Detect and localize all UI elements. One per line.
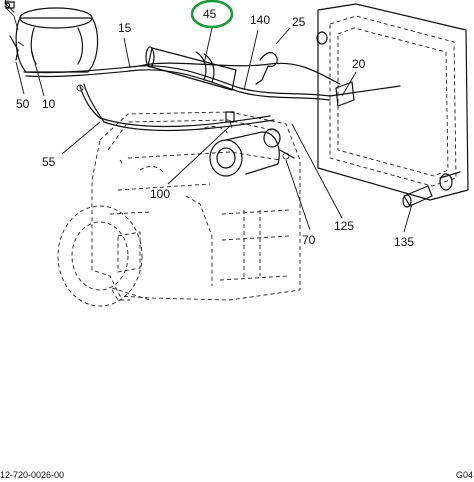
callout-125[interactable]: 125 (334, 219, 354, 233)
turbocharger (209, 128, 295, 177)
callout-labels: 5 50 10 15 45 140 25 20 55 100 125 70 13… (4, 0, 414, 249)
fitting-part-135 (402, 185, 433, 208)
callout-135[interactable]: 135 (394, 235, 414, 249)
callout-10[interactable]: 10 (42, 97, 56, 111)
engine-block (91, 111, 301, 301)
fitting-part-100 (225, 111, 235, 129)
radiator-assembly (316, 3, 469, 201)
front-pulley (57, 205, 143, 307)
callout-100[interactable]: 100 (150, 187, 170, 201)
sheet-code-footer: G04 (456, 470, 473, 480)
callout-5[interactable]: 5 (4, 0, 11, 11)
callout-20[interactable]: 20 (352, 57, 366, 71)
callout-70[interactable]: 70 (302, 233, 316, 247)
callout-25[interactable]: 25 (292, 15, 306, 29)
hose-lines (23, 62, 401, 132)
callout-50[interactable]: 50 (16, 97, 30, 111)
part-number-footer: 12-720-0026-00 (0, 470, 64, 480)
callout-15[interactable]: 15 (118, 21, 132, 35)
intake-tube-part-45 (145, 46, 237, 91)
callout-45[interactable]: 45 (203, 7, 217, 21)
air-cleaner-canister (5, 1, 99, 73)
leader-lines (5, 3, 413, 233)
callout-140[interactable]: 140 (250, 13, 270, 27)
highlight-circle-45 (190, 0, 234, 29)
clamp-part-25 (255, 51, 278, 85)
callout-55[interactable]: 55 (42, 155, 56, 169)
